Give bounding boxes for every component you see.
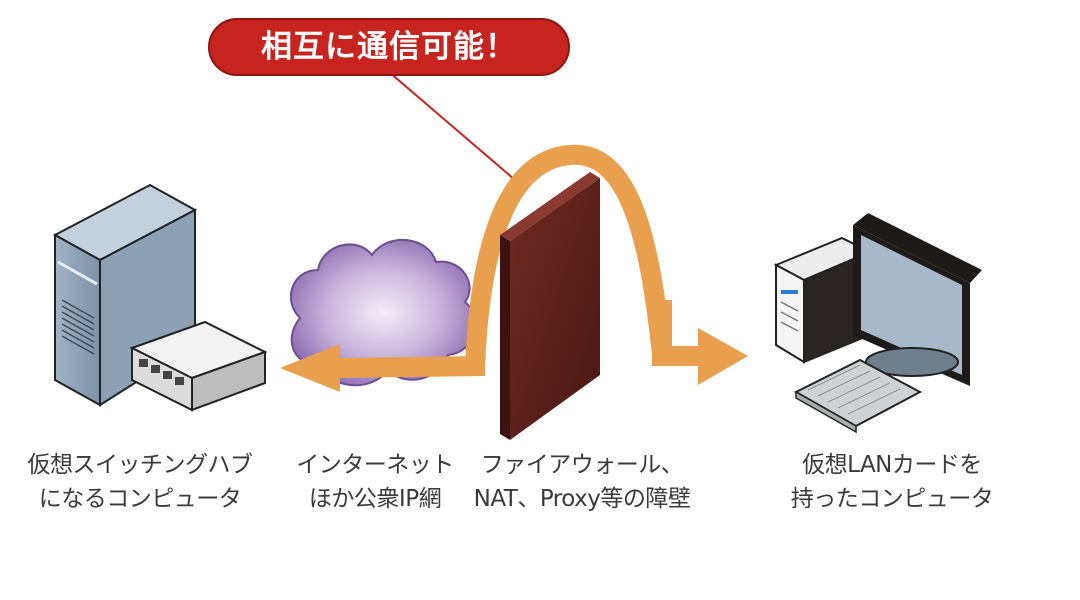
caption-hub-computer-line1: 仮想スイッチングハブ bbox=[27, 452, 254, 478]
caption-hub-computer: 仮想スイッチングハブ になるコンピュータ bbox=[20, 448, 260, 516]
switching-hub-icon bbox=[129, 320, 268, 412]
caption-firewall-line1: ファイアウォール、 bbox=[480, 452, 684, 478]
arrow-heads bbox=[280, 300, 748, 392]
server-tower-icon bbox=[52, 183, 198, 407]
firewall-wall-icon bbox=[500, 172, 600, 440]
caption-internet-line2: ほか公衆IP網 bbox=[308, 486, 442, 512]
caption-lan-computer-line2: 持ったコンピュータ bbox=[790, 486, 994, 512]
traversal-arrow bbox=[465, 144, 672, 367]
mutual-communication-callout: 相互に通信可能！ bbox=[208, 18, 570, 76]
desktop-computer-icon bbox=[773, 213, 982, 434]
callout-pointer-line bbox=[381, 65, 516, 181]
caption-lan-computer: 仮想LANカードを 持ったコンピュータ bbox=[782, 448, 1002, 516]
caption-lan-computer-line1: 仮想LANカードを bbox=[802, 452, 982, 478]
caption-internet-line1: インターネット bbox=[296, 452, 454, 478]
caption-firewall-line2: NAT、Proxy等の障壁 bbox=[473, 486, 691, 512]
caption-internet: インターネット ほか公衆IP網 bbox=[290, 448, 460, 516]
caption-hub-computer-line2: になるコンピュータ bbox=[38, 486, 242, 512]
caption-firewall: ファイアウォール、 NAT、Proxy等の障壁 bbox=[462, 448, 702, 516]
